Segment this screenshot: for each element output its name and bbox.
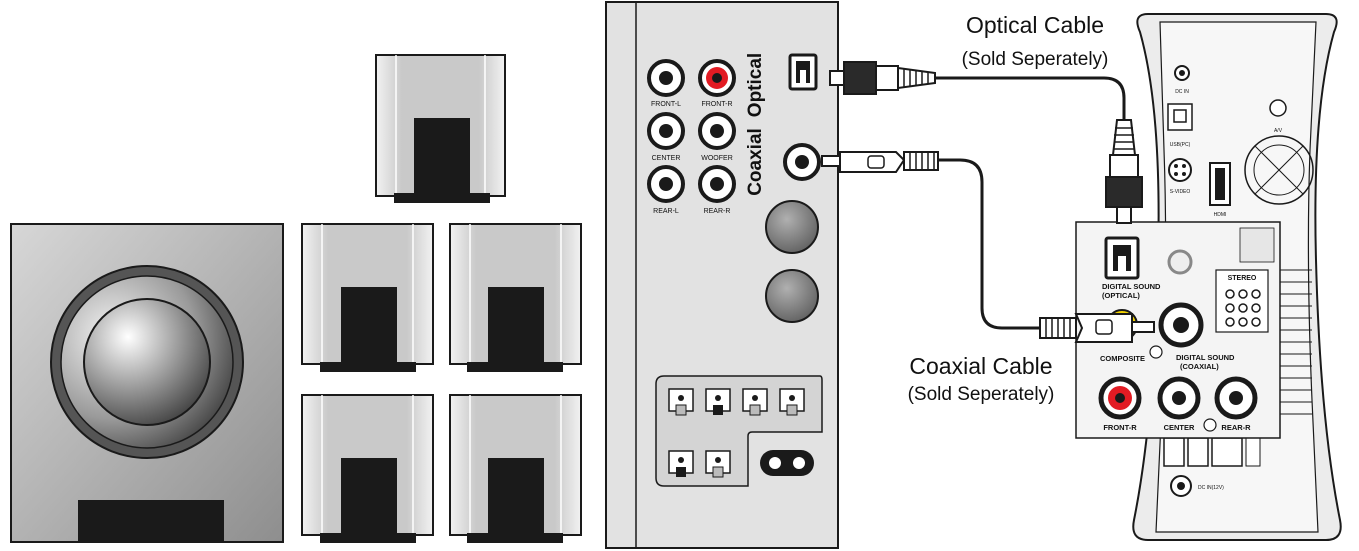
center-label: CENTER [1164,423,1195,432]
jack-front-r[interactable]: FRONT-R [698,59,736,108]
jack-front-l-label: FRONT-L [651,101,681,108]
knob-upper[interactable] [765,200,819,254]
usb-port[interactable]: USB(PC) [1167,103,1193,148]
coaxial-cable-note: (Sold Seperately) [908,384,1055,405]
screw-hole [1149,345,1163,359]
av-port[interactable]: A/V [1269,99,1287,134]
jack-rear-l[interactable]: REAR-L [647,165,685,215]
rear-r-jack[interactable] [1214,376,1258,420]
jack-rear-l-label: REAR-L [653,208,679,215]
knob-lower[interactable] [765,269,819,323]
subwoofer [10,223,284,543]
front-r-jack[interactable] [1098,376,1142,420]
digital-coaxial-label: DIGITAL SOUND [1176,353,1235,362]
dc-in-label: DC IN [1175,89,1189,95]
dc-in-12v-port[interactable]: DC IN(12V) [1170,475,1224,497]
front-left-speaker [301,223,434,372]
jack-front-r-label: FRONT-R [701,101,732,108]
satellite-speakers [301,54,582,543]
digital-optical-label: DIGITAL SOUND [1102,282,1161,291]
power-socket[interactable] [760,450,814,476]
coaxial-cable [821,151,1155,343]
digital-optical-port[interactable] [1104,236,1140,280]
terminal-1[interactable] [668,388,694,416]
center-speaker [375,54,506,203]
terminal-2[interactable] [705,388,731,415]
coax-plug-player [1039,313,1155,343]
hdmi-label: HDMI [1214,212,1227,218]
hdmi-port[interactable]: HDMI [1209,162,1231,218]
rear-left-speaker [301,394,434,543]
terminal-3[interactable] [742,388,768,416]
terminal-4[interactable] [779,388,805,416]
jack-front-l[interactable]: FRONT-L [647,59,685,108]
coaxial-cable-caption: Coaxial Cable [909,353,1052,379]
composite-label: COMPOSITE [1100,354,1145,363]
rear-r-label: REAR-R [1221,423,1251,432]
jack-woofer-label: WOOFER [701,155,733,162]
coax-plug-receiver [821,151,939,173]
s-video-label: S-VIDEO [1170,189,1191,195]
dc-in-12v-label: DC IN(12V) [1198,485,1224,491]
optical-plug-receiver [829,61,936,95]
digital-coaxial-jack[interactable] [1158,302,1204,348]
jack-rear-r[interactable]: REAR-R [698,165,736,215]
coaxial-port-label: Coaxial [745,128,766,196]
jack-center-label: CENTER [652,155,681,162]
stereo-block: STEREO [1215,269,1269,333]
faded-jack [1167,249,1193,275]
usb-label: USB(PC) [1170,142,1191,148]
screw-hole-2 [1203,418,1217,432]
center-jack[interactable] [1157,376,1201,420]
optical-cable-caption: Optical Cable [966,12,1104,38]
speaker-terminal-block [655,375,823,487]
jack-rear-r-label: REAR-R [704,208,731,215]
front-right-speaker [449,223,582,372]
terminal-6[interactable] [705,450,731,478]
stereo-label: STEREO [1228,275,1257,282]
optical-port-label: Optical [745,53,766,117]
jack-woofer[interactable]: WOOFER [698,112,736,162]
zoom-panel: DIGITAL SOUND (OPTICAL) STEREO COMPOSITE [1075,221,1281,439]
digital-coaxial-sub-label: (COAXIAL) [1180,362,1219,371]
optical-plug-player [1105,119,1143,224]
player-bottom-ports [1163,437,1261,467]
optical-cable [829,61,1143,224]
s-video-port[interactable]: S-VIDEO [1168,158,1192,195]
av-label: A/V [1274,128,1283,134]
rear-right-speaker [449,394,582,543]
jack-center[interactable]: CENTER [647,112,685,162]
front-r-label: FRONT-R [1103,423,1137,432]
digital-optical-sub-label: (OPTICAL) [1102,291,1140,300]
dc-in-port[interactable]: DC IN [1174,65,1190,95]
optical-port[interactable] [788,53,818,91]
receiver-back-panel: FRONT-L FRONT-R CENTER WOOFER REAR-L REA… [605,1,839,549]
optical-cable-note: (Sold Seperately) [962,49,1109,70]
terminal-5[interactable] [668,450,694,477]
vent-slots [1272,269,1312,415]
fan-icon [1244,135,1314,205]
coaxial-port[interactable] [783,143,821,181]
